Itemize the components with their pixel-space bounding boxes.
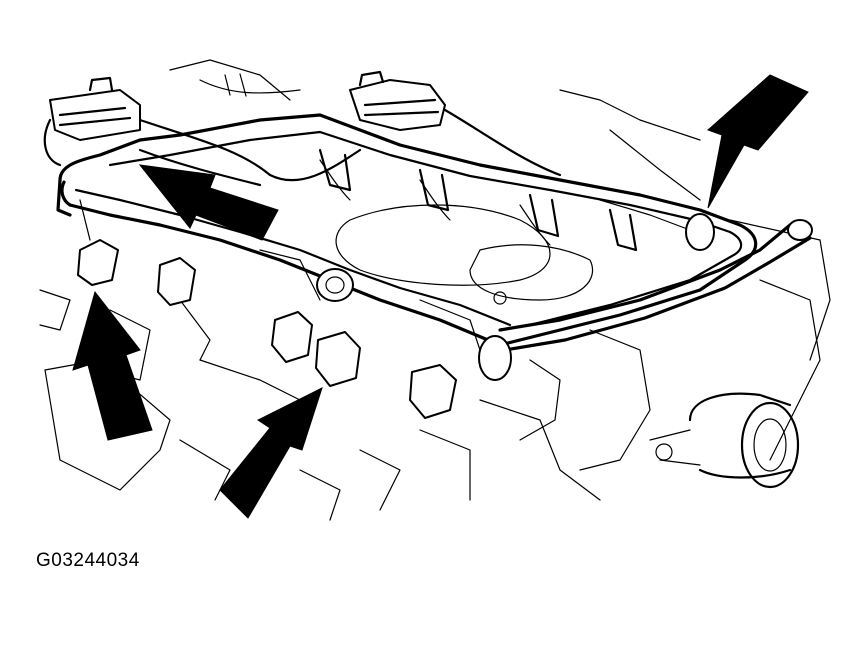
injector-1 — [77, 239, 119, 286]
pressure-regulator — [316, 268, 354, 302]
arrow-center-injector — [219, 387, 323, 519]
indicator-arrows — [72, 74, 809, 519]
fuel-rail — [56, 113, 813, 381]
injector-3 — [271, 311, 313, 363]
arrow-left-injector — [72, 290, 153, 441]
arrow-top-right — [707, 74, 809, 209]
fuel-rail-illustration — [39, 59, 831, 521]
throttle-body — [649, 392, 800, 489]
rail-fitting — [685, 213, 715, 251]
wiring-harness — [43, 70, 562, 246]
injector-5 — [409, 364, 457, 419]
figure-id-caption: G03244034 — [36, 550, 140, 571]
arrow-top-left — [138, 164, 279, 241]
injector-4 — [315, 331, 361, 387]
fuel-injectors — [77, 148, 715, 419]
injector-2 — [157, 257, 196, 306]
engine-diagram — [39, 59, 831, 521]
engine-block-outline — [39, 59, 831, 521]
